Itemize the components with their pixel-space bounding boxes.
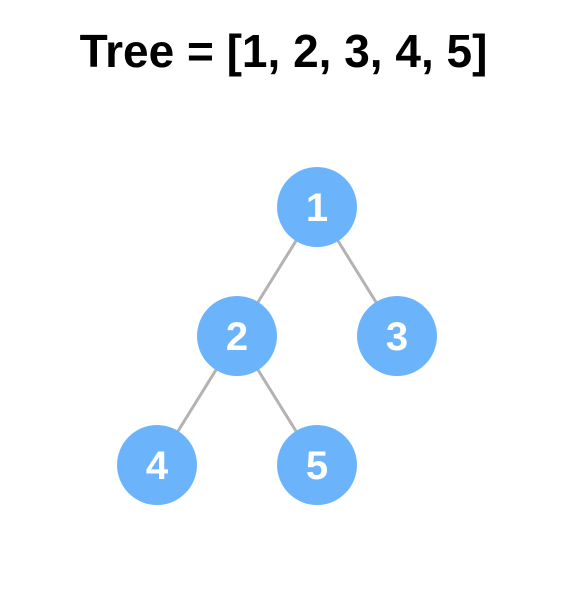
tree-node-4: 4 — [117, 425, 197, 505]
tree-nodes: 1 2 3 4 5 — [117, 167, 437, 505]
tree-node-5-circle — [277, 425, 357, 505]
tree-node-3-circle — [357, 296, 437, 376]
tree-node-1-circle — [277, 167, 357, 247]
tree-node-5-label: 5 — [306, 444, 328, 488]
tree-node-2-circle — [197, 296, 277, 376]
tree-node-2: 2 — [197, 296, 277, 376]
tree-node-2-label: 2 — [226, 315, 248, 359]
tree-node-1: 1 — [277, 167, 357, 247]
page-title: Tree = [1, 2, 3, 4, 5] — [79, 25, 488, 77]
tree-node-4-circle — [117, 425, 197, 505]
tree-node-3-label: 3 — [386, 315, 408, 359]
tree-node-1-label: 1 — [306, 186, 328, 230]
tree-node-4-label: 4 — [146, 444, 169, 488]
tree-node-3: 3 — [357, 296, 437, 376]
tree-node-5: 5 — [277, 425, 357, 505]
